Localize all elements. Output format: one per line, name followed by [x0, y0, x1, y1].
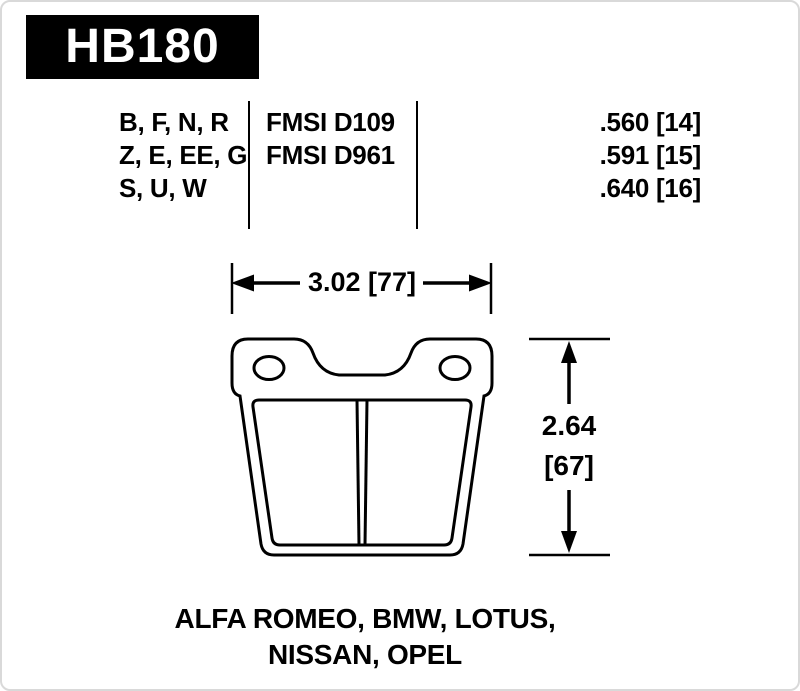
- vehicle-applications: ALFA ROMEO, BMW, LOTUS, NISSAN, OPEL: [115, 601, 615, 673]
- center-slot-left-edge: [355, 399, 361, 546]
- table-divider-left: [248, 101, 250, 229]
- compound-codes-row-3: S, U, W: [119, 173, 207, 203]
- thickness-row-3: .640 [16]: [599, 173, 702, 203]
- height-dimension-label-inches: 2.64: [541, 410, 597, 441]
- mounting-hole-left: [252, 355, 286, 381]
- part-number-plate: HB180: [26, 15, 259, 79]
- applications-line-1: ALFA ROMEO, BMW, LOTUS,: [174, 603, 556, 634]
- width-arrowhead-left: [231, 274, 254, 292]
- width-arrowhead-right: [469, 274, 492, 292]
- width-dimension-arrows: [230, 263, 493, 314]
- mounting-hole-right: [438, 355, 472, 381]
- backing-plate-outline: [230, 337, 494, 557]
- height-dimension-label-mm: [67]: [544, 450, 594, 481]
- width-dimension-label: 3.02 [77]: [307, 267, 417, 297]
- part-number: HB180: [65, 20, 220, 73]
- height-arrowhead-down: [561, 531, 577, 553]
- compound-codes-row-1: B, F, N, R: [119, 107, 229, 137]
- center-slot-right-edge: [363, 399, 369, 546]
- height-dimension-arrows: [529, 337, 610, 557]
- thickness-row-1: .560 [14]: [599, 107, 702, 137]
- table-divider-right: [416, 101, 418, 229]
- thickness-row-2: .591 [15]: [599, 140, 702, 170]
- applications-line-2: NISSAN, OPEL: [268, 639, 462, 670]
- fmsi-number-row-1: FMSI D109: [266, 107, 395, 137]
- fmsi-number-row-2: FMSI D961: [266, 140, 395, 170]
- height-arrowhead-up: [561, 341, 577, 363]
- friction-material-outline: [251, 398, 473, 547]
- brake-pad-drawing: [230, 337, 494, 557]
- compound-codes-row-2: Z, E, EE, G: [119, 140, 248, 170]
